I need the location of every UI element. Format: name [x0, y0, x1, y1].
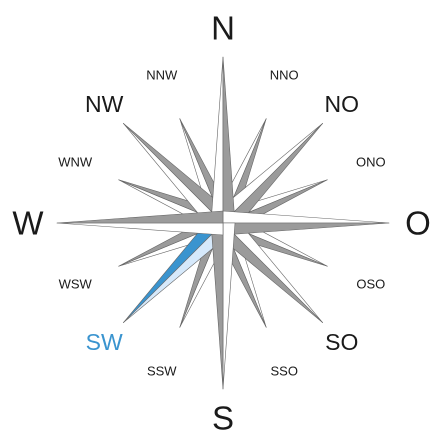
- ray-w-light-half: [56, 222, 224, 236]
- label-sw: SW: [86, 329, 123, 355]
- ray-o-light-half: [222, 210, 390, 224]
- label-no: NO: [325, 91, 360, 117]
- direction-labels-group: N NNO NO ONO O OSO SO SSO S SSW SW WSW W WNW NW NNW: [12, 10, 430, 437]
- ray-w-dark-half: [56, 210, 224, 224]
- label-w: W: [12, 205, 44, 242]
- ray-o: [222, 210, 390, 236]
- label-s: S: [212, 400, 234, 437]
- ray-o-dark-half: [222, 222, 390, 236]
- label-ssw: SSW: [147, 363, 177, 378]
- ray-w: [56, 210, 224, 236]
- ray-n-light-half: [210, 56, 224, 224]
- label-wsw: WSW: [59, 277, 93, 292]
- ray-n-dark-half: [222, 56, 236, 224]
- label-sso: SSO: [270, 363, 297, 378]
- label-nno: NNO: [270, 68, 299, 83]
- ray-s-light-half: [222, 222, 236, 390]
- label-ono: ONO: [356, 154, 386, 169]
- ray-s-dark-half: [210, 222, 224, 390]
- label-o: O: [405, 205, 431, 242]
- intercardinal-rays-group: [123, 123, 324, 324]
- label-so: SO: [325, 329, 358, 355]
- cardinal-rays-group: [56, 56, 390, 390]
- label-n: N: [211, 10, 235, 47]
- label-nw: NW: [85, 91, 124, 117]
- ray-n: [210, 56, 236, 224]
- label-oso: OSO: [356, 277, 385, 292]
- label-wnw: WNW: [58, 154, 93, 169]
- label-nnw: NNW: [146, 68, 178, 83]
- ray-s: [210, 222, 236, 390]
